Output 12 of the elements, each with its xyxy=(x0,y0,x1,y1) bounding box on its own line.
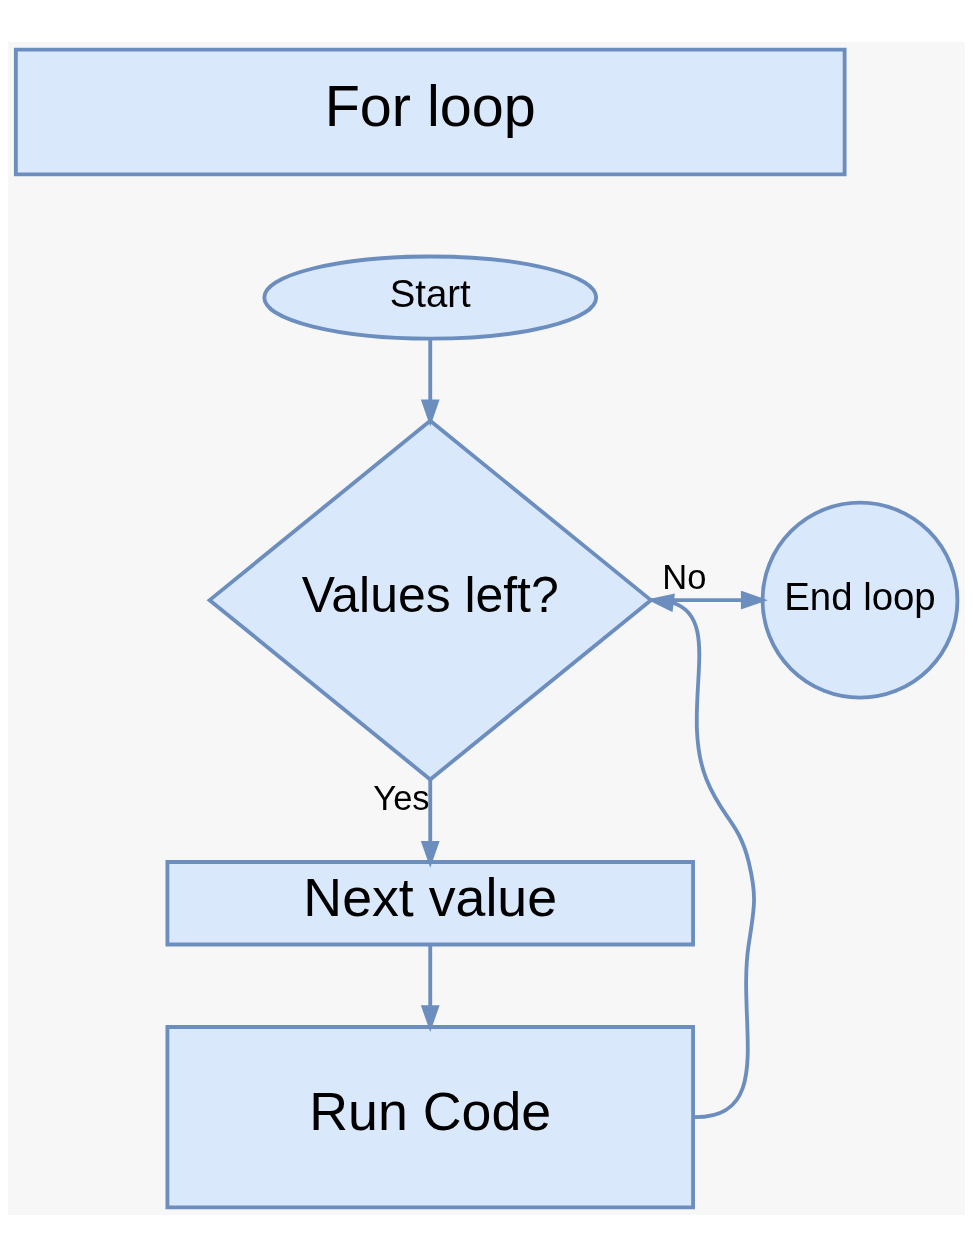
arrow xyxy=(420,338,440,427)
node-ellipse: Start xyxy=(262,254,599,341)
node-box: Run Code xyxy=(165,1025,695,1210)
arrow xyxy=(647,593,756,1120)
arrow xyxy=(420,779,440,868)
node-box: For loop xyxy=(13,47,847,177)
node-circle: End loop xyxy=(760,500,960,700)
edge-label: Yes xyxy=(373,779,430,818)
node-box: Next value xyxy=(165,860,695,947)
arrow xyxy=(420,944,440,1033)
node-diamond: Values left? xyxy=(206,418,654,782)
edge-label: No xyxy=(662,558,707,597)
